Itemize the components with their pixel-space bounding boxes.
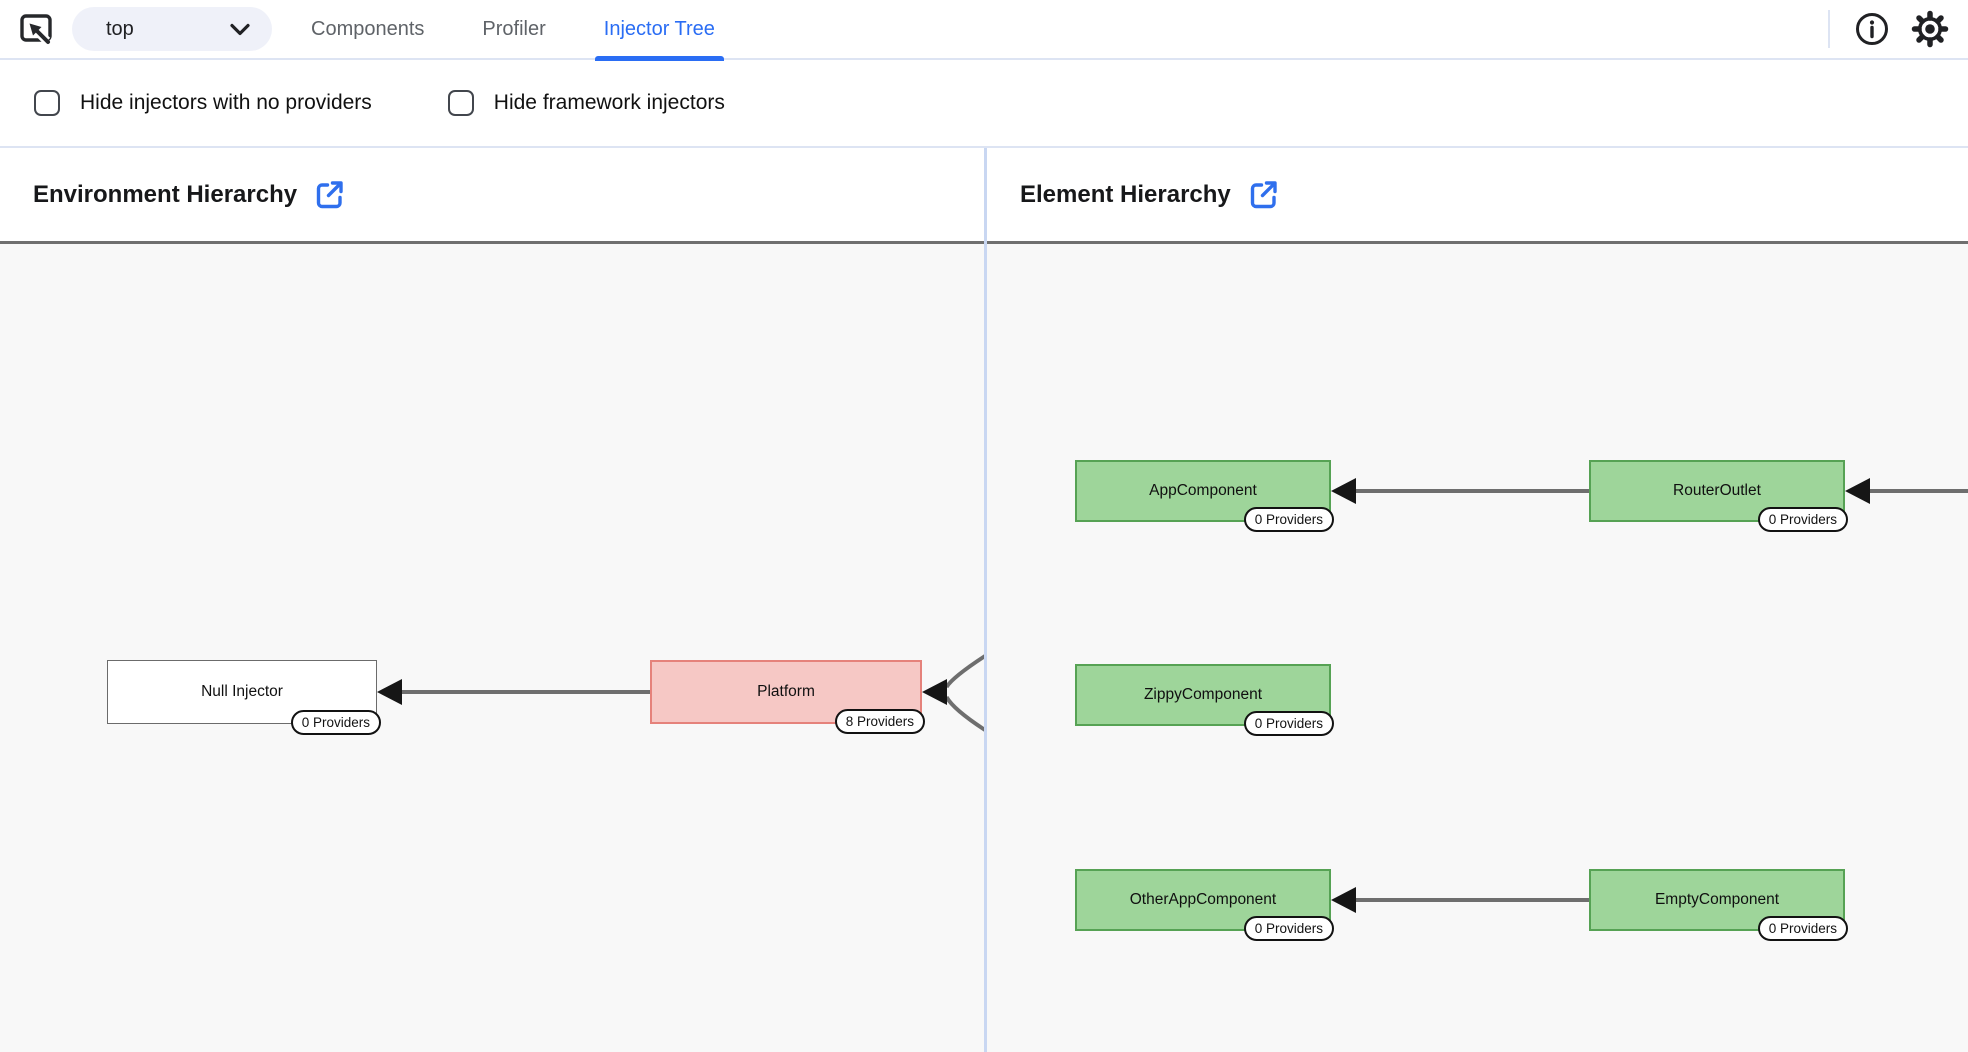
graph-node-routeroutlet[interactable]: RouterOutlet 0 Providers	[1589, 460, 1848, 532]
info-icon	[1856, 13, 1888, 45]
graph-node-platform[interactable]: Platform 8 Providers	[650, 660, 925, 734]
inspect-element-button[interactable]	[16, 8, 58, 50]
environment-hierarchy-header: Environment Hierarchy	[0, 148, 984, 244]
tab-injector-tree[interactable]: Injector Tree	[594, 0, 725, 61]
node-label: Null Injector	[201, 683, 283, 700]
edge-arrow	[1331, 887, 1356, 913]
providers-badge: 0 Providers	[1243, 507, 1334, 532]
node-label: Platform	[757, 683, 815, 700]
providers-badge: 0 Providers	[1243, 711, 1334, 736]
environment-hierarchy-panel: Environment Hierarchy Null Injector 0 Pr…	[0, 148, 984, 1052]
frame-selector-dropdown[interactable]: top	[72, 7, 272, 51]
external-link-icon[interactable]	[313, 178, 347, 212]
topbar-actions	[1828, 7, 1952, 51]
graph-node-otherappcomponent[interactable]: OtherAppComponent 0 Providers	[1075, 869, 1334, 941]
edge-arrow	[1331, 478, 1356, 504]
providers-badge: 0 Providers	[1757, 916, 1848, 941]
hide-no-providers-label: Hide injectors with no providers	[80, 91, 372, 114]
hide-framework-label: Hide framework injectors	[493, 91, 725, 114]
edge-arrow	[922, 679, 947, 705]
tab-components[interactable]: Components	[302, 0, 433, 59]
element-hierarchy-panel: Element Hierarchy AppComponent	[987, 148, 1968, 1052]
gear-icon	[1911, 10, 1949, 48]
node-label: RouterOutlet	[1673, 482, 1761, 499]
filter-bar: Hide injectors with no providers Hide fr…	[0, 60, 1968, 148]
node-label: AppComponent	[1149, 482, 1257, 499]
hide-framework-checkbox[interactable]	[447, 90, 474, 116]
element-hierarchy-title: Element Hierarchy	[1020, 180, 1231, 208]
graph-node-zippycomponent[interactable]: ZippyComponent 0 Providers	[1075, 664, 1334, 736]
providers-badge: 0 Providers	[290, 710, 381, 735]
injector-tree-panels: Environment Hierarchy Null Injector 0 Pr…	[0, 148, 1968, 1052]
tab-profiler[interactable]: Profiler	[473, 0, 554, 59]
inspect-element-icon	[20, 14, 52, 45]
environment-edges	[377, 654, 984, 732]
topbar: top Components Profiler Injector Tree	[0, 0, 1968, 61]
providers-badge: 0 Providers	[1243, 916, 1334, 941]
topbar-divider	[1828, 10, 1830, 48]
panel-divider	[984, 148, 987, 1052]
info-button[interactable]	[1850, 7, 1894, 51]
graph-node-emptycomponent[interactable]: EmptyComponent 0 Providers	[1589, 869, 1848, 941]
settings-button[interactable]	[1908, 7, 1952, 51]
environment-hierarchy-graph: Null Injector 0 Providers Platform 8 Pro…	[0, 244, 984, 1052]
chevron-down-icon	[230, 23, 250, 35]
providers-badge: 8 Providers	[834, 709, 925, 734]
providers-badge: 0 Providers	[1757, 507, 1848, 532]
environment-hierarchy-title: Environment Hierarchy	[33, 180, 298, 208]
element-edges	[1331, 478, 1968, 913]
node-label: OtherAppComponent	[1129, 891, 1277, 908]
edge-arrow	[1845, 478, 1870, 504]
external-link-icon[interactable]	[1247, 178, 1281, 212]
tab-bar: Components Profiler Injector Tree	[302, 0, 764, 61]
element-hierarchy-graph: AppComponent 0 Providers RouterOutlet 0 …	[987, 244, 1968, 1052]
graph-node-null-injector[interactable]: Null Injector 0 Providers	[107, 660, 381, 735]
hide-no-providers-checkbox[interactable]	[34, 90, 60, 116]
element-hierarchy-header: Element Hierarchy	[987, 148, 1968, 244]
graph-node-appcomponent[interactable]: AppComponent 0 Providers	[1075, 460, 1334, 532]
node-label: EmptyComponent	[1654, 891, 1780, 908]
node-label: ZippyComponent	[1143, 686, 1263, 703]
filter-hide-framework: Hide framework injectors	[447, 90, 725, 116]
frame-selector-value: top	[106, 17, 134, 40]
filter-hide-no-providers: Hide injectors with no providers	[34, 90, 372, 116]
edge-arrow	[377, 679, 402, 705]
